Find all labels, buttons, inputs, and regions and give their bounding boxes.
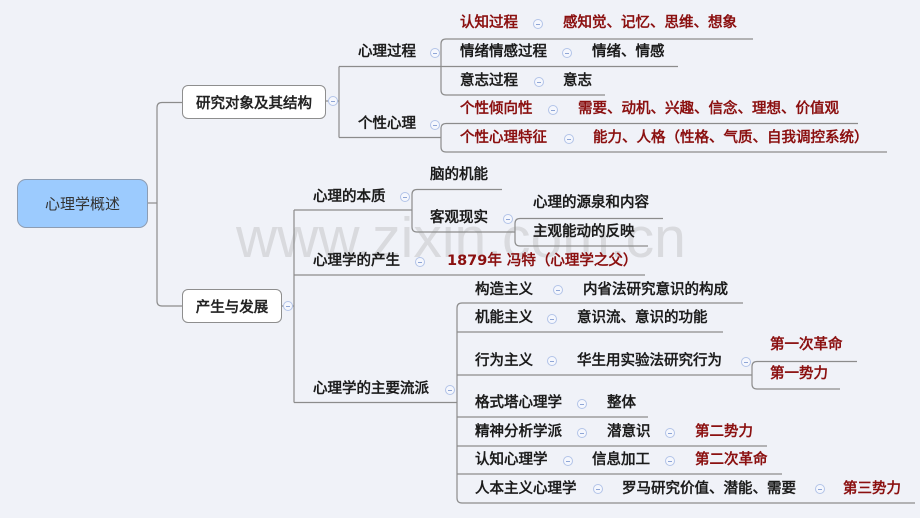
topic-origin-development[interactable]: 产生与发展	[182, 289, 282, 323]
topic-personality[interactable]: 个性心理	[358, 116, 416, 132]
topic-birth-of-psychology[interactable]: 心理学的产生	[313, 253, 400, 269]
topic-psychoanalysis[interactable]: 精神分析学派	[475, 424, 562, 440]
collapse-minus-icon[interactable]	[563, 456, 573, 466]
collapse-minus-icon[interactable]	[328, 96, 338, 106]
collapse-minus-icon[interactable]	[533, 19, 543, 29]
topic-detail[interactable]: 情绪、情感	[592, 44, 665, 60]
collapse-minus-icon[interactable]	[445, 385, 455, 395]
collapse-minus-icon[interactable]	[741, 357, 751, 367]
topic-main-schools[interactable]: 心理学的主要流派	[313, 381, 429, 397]
topic-will-process[interactable]: 意志过程	[460, 73, 518, 89]
collapse-minus-icon[interactable]	[415, 257, 425, 267]
topic-detail[interactable]: 需要、动机、兴趣、信念、理想、价值观	[578, 101, 839, 117]
collapse-minus-icon[interactable]	[665, 428, 675, 438]
topic-emotion-process[interactable]: 情绪情感过程	[460, 44, 547, 60]
topic-detail[interactable]: 感知觉、记忆、思维、想象	[563, 15, 737, 31]
topic-source-content[interactable]: 心理的源泉和内容	[533, 195, 649, 211]
topic-cognitive-psychology[interactable]: 认知心理学	[475, 452, 548, 468]
collapse-minus-icon[interactable]	[553, 285, 563, 295]
topic-detail[interactable]: 罗马研究价值、潜能、需要	[622, 481, 796, 497]
collapse-minus-icon[interactable]	[548, 105, 558, 115]
collapse-minus-icon[interactable]	[400, 192, 410, 202]
topic-detail[interactable]: 华生用实验法研究行为	[577, 353, 722, 369]
collapse-minus-icon[interactable]	[577, 428, 587, 438]
topic-note[interactable]: 第三势力	[843, 481, 901, 497]
topic-nature-of-mind[interactable]: 心理的本质	[313, 189, 386, 205]
topic-brain-function[interactable]: 脑的机能	[430, 167, 488, 183]
collapse-minus-icon[interactable]	[577, 399, 587, 409]
topic-note[interactable]: 第一次革命	[770, 337, 843, 353]
topic-detail[interactable]: 1879年 冯特（心理学之父）	[447, 253, 638, 269]
topic-functionalism[interactable]: 机能主义	[475, 310, 533, 326]
topic-note[interactable]: 第一势力	[770, 366, 828, 382]
collapse-minus-icon[interactable]	[593, 484, 603, 494]
collapse-minus-icon[interactable]	[534, 77, 544, 87]
collapse-minus-icon[interactable]	[562, 48, 572, 58]
topic-active-reflection[interactable]: 主观能动的反映	[533, 224, 635, 240]
topic-objective-reality[interactable]: 客观现实	[430, 210, 488, 226]
topic-personality-tendency[interactable]: 个性倾向性	[460, 101, 533, 117]
root-topic[interactable]: 心理学概述	[17, 179, 148, 228]
watermark: www.zixin.com.cn	[236, 206, 686, 270]
topic-detail[interactable]: 意识流、意识的功能	[577, 310, 708, 326]
topic-detail[interactable]: 内省法研究意识的构成	[583, 282, 728, 298]
topic-detail[interactable]: 潜意识	[607, 424, 651, 440]
topic-gestalt[interactable]: 格式塔心理学	[475, 395, 562, 411]
collapse-minus-icon[interactable]	[564, 134, 574, 144]
topic-note[interactable]: 第二次革命	[695, 452, 768, 468]
topic-note[interactable]: 第二势力	[695, 424, 753, 440]
topic-research-object[interactable]: 研究对象及其结构	[182, 85, 326, 119]
topic-detail[interactable]: 信息加工	[592, 452, 650, 468]
collapse-minus-icon[interactable]	[547, 356, 557, 366]
collapse-minus-icon[interactable]	[665, 456, 675, 466]
collapse-minus-icon[interactable]	[283, 301, 293, 311]
collapse-minus-icon[interactable]	[547, 314, 557, 324]
topic-mental-process[interactable]: 心理过程	[358, 44, 416, 60]
collapse-minus-icon[interactable]	[503, 214, 513, 224]
collapse-minus-icon[interactable]	[815, 484, 825, 494]
topic-cognitive-process[interactable]: 认知过程	[460, 15, 518, 31]
collapse-minus-icon[interactable]	[430, 120, 440, 130]
topic-detail[interactable]: 整体	[607, 395, 636, 411]
topic-behaviorism[interactable]: 行为主义	[475, 353, 533, 369]
topic-detail[interactable]: 意志	[563, 73, 592, 89]
topic-detail[interactable]: 能力、人格（性格、气质、自我调控系统）	[593, 130, 869, 146]
topic-structuralism[interactable]: 构造主义	[475, 282, 533, 298]
topic-humanism[interactable]: 人本主义心理学	[475, 481, 577, 497]
collapse-minus-icon[interactable]	[430, 48, 440, 58]
topic-personality-traits[interactable]: 个性心理特征	[460, 130, 547, 146]
